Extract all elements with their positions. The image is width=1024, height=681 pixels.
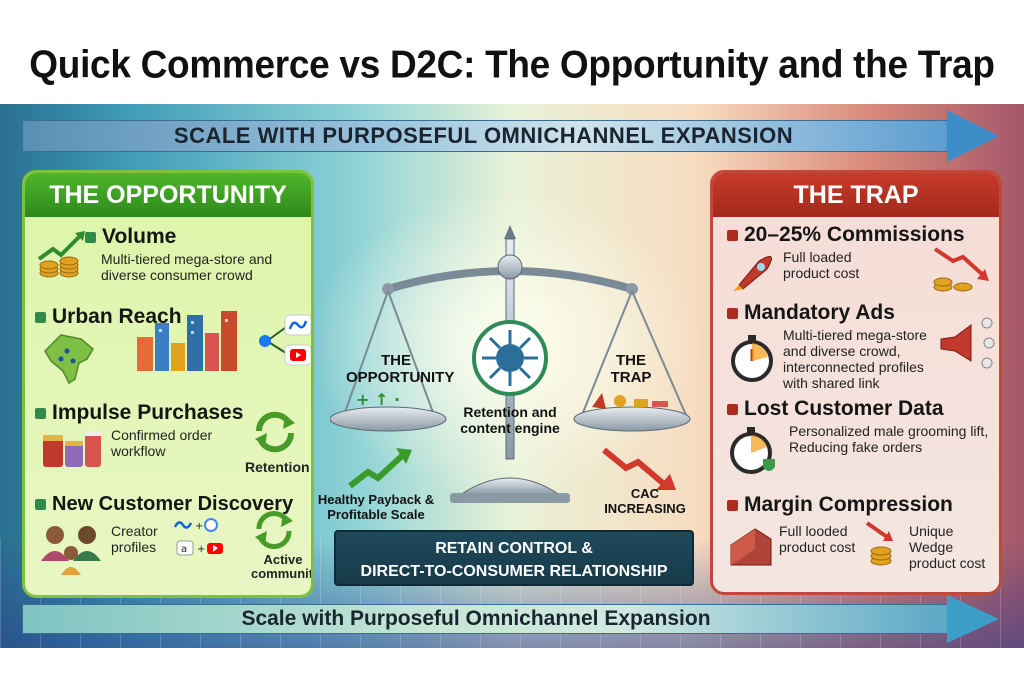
- trap-item-ads-title: Mandatory Ads: [727, 301, 895, 325]
- stopwatch-icon: [731, 335, 773, 382]
- bottom-arrow-text: Scale with Purposeful Omnichannel Expans…: [241, 607, 711, 630]
- coins-down-icon: [865, 521, 893, 566]
- community-cycle-icon: [255, 510, 293, 549]
- active-community-label: Active community: [251, 552, 314, 581]
- opportunity-item-discovery-desc: Creator profiles: [111, 523, 158, 555]
- falling-coins-icon: [933, 247, 989, 292]
- customer-group-icon: [41, 526, 101, 575]
- trap-item-margin-desc-left: Full looded product cost: [779, 523, 856, 555]
- product-jars-icon: [43, 431, 101, 467]
- opportunity-item-impulse-title: Impulse Purchases: [35, 401, 243, 425]
- opportunity-header: THE OPPORTUNITY: [25, 173, 311, 217]
- opportunity-item-volume-title: Volume: [85, 225, 311, 249]
- arrow-head-icon: [947, 110, 999, 162]
- trap-panel: THE TRAP 20–25% Commissions Full loaded …: [710, 170, 1002, 595]
- trap-item-commissions-desc: Full loaded product cost: [783, 249, 860, 281]
- top-arrow-text: SCALE WITH PURPOSEFUL OMNICHANNEL EXPANS…: [173, 123, 794, 148]
- svg-text:+ ↑ ·: + ↑ ·: [356, 390, 400, 409]
- trap-header: THE TRAP: [713, 173, 999, 217]
- cac-increasing-label: CAC INCREASING: [604, 486, 686, 516]
- scale-right-pan-label: THE TRAP: [610, 352, 652, 386]
- rocket-icon: [733, 256, 772, 291]
- balance-scale-icon: + ↑ ·: [330, 225, 691, 503]
- trap-item-margin-title: Margin Compression: [727, 493, 953, 517]
- healthy-payback-label: Healthy Payback & Profitable Scale: [317, 492, 435, 522]
- opportunity-item-urban-title: Urban Reach: [35, 305, 182, 329]
- banner-line-2: DIRECT-TO-CONSUMER RELATIONSHIP: [360, 563, 668, 580]
- opportunity-item-volume-desc: Multi-tiered mega-store and diverse cons…: [101, 251, 273, 283]
- timer-shield-icon: [730, 427, 775, 474]
- bottom-arrow-banner: Scale with Purposeful Omnichannel Expans…: [22, 595, 1000, 643]
- wedge-icon: [730, 528, 772, 566]
- banner-line-1: RETAIN CONTROL &: [435, 540, 593, 557]
- page-title: Quick Commerce vs D2C: The Opportunity a…: [29, 43, 995, 86]
- growth-coins-icon: [37, 231, 85, 278]
- growth-arrow-icon: [348, 448, 412, 489]
- india-map-icon: [44, 334, 94, 385]
- retention-engine-label: Retention and content engine: [460, 404, 560, 436]
- trap-item-margin-desc-right: Unique Wedge product cost: [909, 523, 986, 571]
- trap-item-ads-desc: Multi-tiered mega-store and diverse crow…: [783, 327, 927, 391]
- retention-cycle-icon: [255, 411, 295, 453]
- svg-text:+: +: [195, 521, 203, 532]
- trap-item-lost-data-title: Lost Customer Data: [727, 397, 944, 421]
- retain-control-banner: RETAIN CONTROL & DIRECT-TO-CONSUMER RELA…: [334, 530, 694, 586]
- platform-logos-icon: + a +: [173, 518, 223, 556]
- city-skyline-icon: [137, 311, 237, 371]
- decline-arrow-icon: [602, 447, 676, 490]
- svg-text:+: +: [197, 544, 205, 555]
- svg-text:a: a: [181, 544, 187, 555]
- opportunity-item-discovery-title: New Customer Discovery: [35, 493, 293, 516]
- opportunity-panel: THE OPPORTUNITY Volume Multi-tiered mega…: [22, 170, 314, 598]
- top-arrow-banner: SCALE WITH PURPOSEFUL OMNICHANNEL EXPANS…: [22, 110, 1000, 162]
- scale-left-pan-label: THE OPPORTUNITY: [346, 352, 455, 386]
- megaphone-icon: [940, 317, 995, 369]
- retention-label: Retention: [245, 459, 310, 475]
- trap-item-lost-data-desc: Personalized male grooming lift, Reducin…: [789, 423, 989, 455]
- content-engine-icon: [472, 320, 548, 396]
- trap-item-commissions-title: 20–25% Commissions: [727, 223, 965, 247]
- opportunity-item-impulse-desc: Confirmed order workflow: [111, 427, 213, 459]
- social-network-icon: [259, 314, 311, 366]
- arrow-head-icon: [947, 595, 999, 643]
